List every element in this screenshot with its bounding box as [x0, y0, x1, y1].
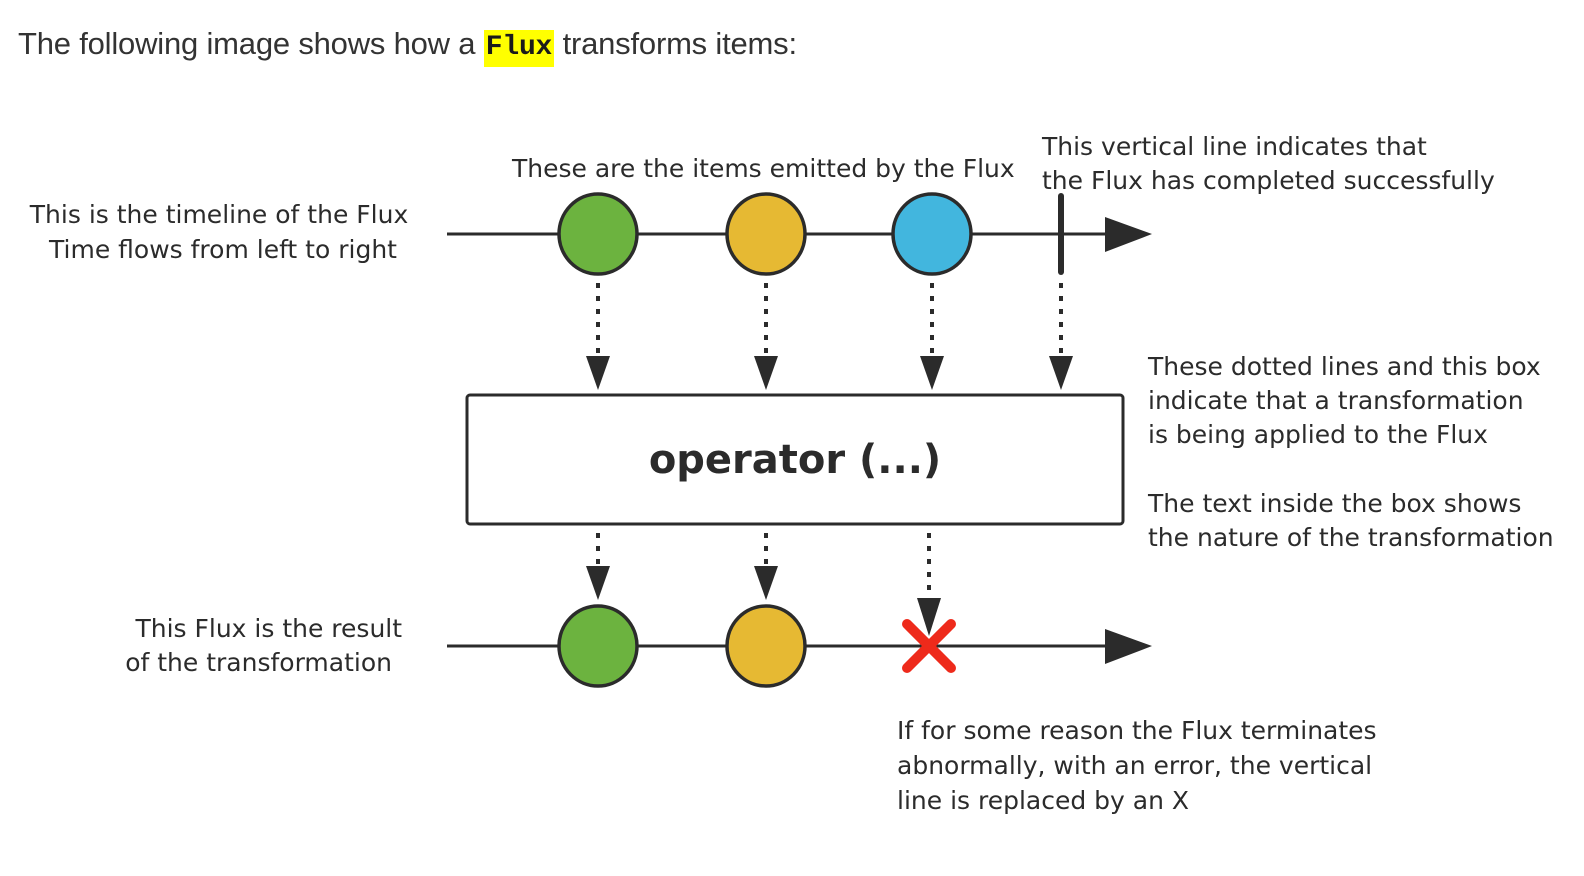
- items-annotation: These are the items emitted by the Flux: [511, 154, 1015, 183]
- operator-label: operator (...): [649, 437, 941, 483]
- operator-box-rect: [465, 393, 1125, 526]
- arrowhead-icon: [754, 566, 778, 600]
- timeline-annotation-line: Time flows from left to right: [48, 235, 397, 264]
- flux-code-highlight: Flux: [483, 30, 555, 67]
- arrowhead-icon: [754, 356, 778, 390]
- result-timeline: [447, 598, 1152, 688]
- top-dotted-arrow: [754, 283, 778, 390]
- bottom-dotted-arrows: [586, 533, 931, 600]
- completion-annotation: This vertical line indicates that the Fl…: [1041, 132, 1495, 195]
- yellow-item-marble: [725, 192, 807, 276]
- completion-annotation-line: This vertical line indicates that: [1041, 132, 1427, 161]
- result-annotation-line: of the transformation: [125, 648, 392, 677]
- result-annotation-line: This Flux is the result: [134, 614, 402, 643]
- arrowhead-icon: [586, 566, 610, 600]
- transformation-annotation-line: indicate that a transformation: [1148, 386, 1524, 415]
- top-dotted-arrow: [1049, 283, 1073, 390]
- blue-item-marble: [891, 192, 973, 276]
- timeline-annotation: This is the timeline of the Flux Time fl…: [29, 200, 416, 264]
- yellow-item-result-marble: [725, 604, 807, 688]
- error-annotation-line: If for some reason the Flux terminates: [897, 716, 1377, 745]
- error-x-icon: [902, 619, 956, 673]
- items-annotation-line: These are the items emitted by the Flux: [511, 154, 1015, 183]
- top-dotted-arrow: [586, 283, 610, 390]
- completion-annotation-line: the Flux has completed successfully: [1042, 166, 1495, 195]
- transformation-annotation-line: These dotted lines and this box: [1147, 352, 1541, 381]
- green-item-marble: [557, 192, 639, 276]
- intro-text-before: The following image shows how a: [18, 26, 484, 61]
- intro-sentence: The following image shows how a Flux tra…: [18, 26, 798, 67]
- bottom-dotted-arrow: [586, 533, 610, 600]
- transformation-annotation-line: is being applied to the Flux: [1148, 420, 1488, 449]
- result-timeline-arrowhead: [1105, 629, 1152, 664]
- top-dotted-arrow: [920, 283, 944, 390]
- bottom-dotted-arrow: [754, 533, 778, 600]
- transformation-annotation-line: the nature of the transformation: [1148, 523, 1554, 552]
- arrowhead-icon: [920, 356, 944, 390]
- transformation-annotation-line: The text inside the box shows: [1147, 489, 1521, 518]
- source-timeline-arrowhead: [1105, 217, 1152, 252]
- arrowhead-icon: [1049, 356, 1073, 390]
- arrowhead-icon: [586, 356, 610, 390]
- source-timeline: [447, 192, 1152, 276]
- error-annotation-line: abnormally, with an error, the vertical: [897, 751, 1372, 780]
- error-annotation-line: line is replaced by an X: [897, 786, 1189, 815]
- green-item-result-marble: [557, 604, 639, 688]
- error-arrowhead: [917, 598, 941, 636]
- error-annotation: If for some reason the Flux terminates a…: [897, 716, 1385, 815]
- transformation-annotation: These dotted lines and this box indicate…: [1147, 352, 1554, 552]
- result-annotation: This Flux is the result of the transform…: [125, 614, 410, 677]
- operator-box: operator (...): [465, 393, 1125, 526]
- top-dotted-arrows: [586, 283, 1073, 390]
- timeline-annotation-line: This is the timeline of the Flux: [29, 200, 408, 229]
- intro-text-after: transforms items:: [554, 26, 798, 61]
